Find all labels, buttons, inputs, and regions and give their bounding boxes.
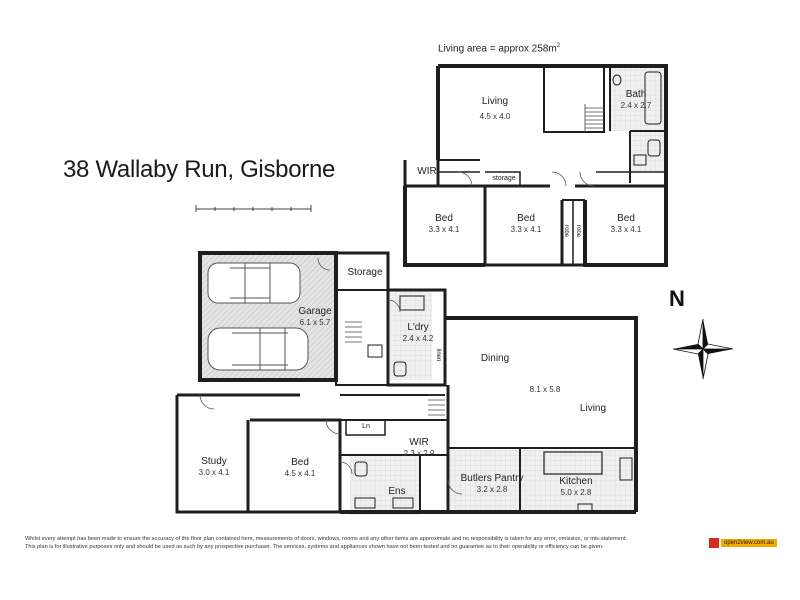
- room-name: Garage: [298, 306, 332, 317]
- room-dims: 3.0 x 4.1: [198, 468, 230, 477]
- room-ensuite: Ens: [388, 486, 406, 497]
- room-dims: 3.3 x 4.1: [428, 225, 460, 234]
- room-name: L'dry: [407, 322, 429, 333]
- room-storage-upper: storage: [492, 175, 516, 182]
- north-label: N: [669, 286, 685, 311]
- room-dims: 3.3 x 4.1: [510, 225, 542, 234]
- compass-rose-icon: [672, 318, 734, 380]
- room-name: Butlers Pantry: [460, 473, 524, 484]
- room-name: Bed: [617, 213, 635, 224]
- room-name: Living: [481, 96, 509, 107]
- room-bed-1: Bed 3.3 x 4.1: [420, 213, 468, 235]
- room-dims: 5.0 x 2.8: [560, 488, 592, 497]
- room-bed-2: Bed 3.3 x 4.1: [502, 213, 550, 235]
- room-dims: 6.1 x 5.7: [299, 318, 331, 327]
- room-robe-1: robe: [563, 224, 569, 237]
- room-name: Bed: [291, 457, 309, 468]
- living-area-unit: 2: [556, 43, 561, 49]
- room-dims: 2.3 x 2.9: [403, 449, 435, 458]
- room-storage: Storage: [347, 267, 383, 278]
- room-living-upper: Living 4.5 x 4.0: [470, 96, 520, 122]
- room-laundry: L'dry 2.4 x 4.2: [395, 322, 441, 344]
- room-bath: Bath 2.4 x 2.7: [614, 89, 658, 111]
- room-dining: Dining: [480, 353, 510, 364]
- living-area-note: Living area = approx 258m2: [438, 43, 560, 54]
- room-robe-2: robe: [575, 224, 581, 237]
- room-name: Study: [201, 456, 227, 467]
- room-garage: Garage 6.1 x 5.7: [290, 306, 340, 328]
- open2view-logo: open2view.com.au: [709, 538, 779, 548]
- disclaimer: Whilst every attempt has been made to en…: [25, 535, 705, 551]
- room-living-main-dims: 8.1 x 5.8: [529, 385, 561, 394]
- upper-level: [403, 64, 668, 267]
- room-name: Kitchen: [559, 476, 593, 487]
- living-area-text: Living area = approx 258m: [438, 43, 557, 55]
- room-dims: 2.4 x 4.2: [402, 334, 434, 343]
- disclaimer-line-1: Whilst every attempt has been made to en…: [25, 536, 627, 542]
- scale-bar: [195, 205, 312, 212]
- room-name: WIR: [409, 437, 429, 448]
- room-name: Bed: [517, 213, 535, 224]
- room-name: Bed: [435, 213, 453, 224]
- room-bed-3: Bed 3.3 x 4.1: [602, 213, 650, 235]
- property-title: 38 Wallaby Run, Gisborne: [63, 156, 336, 183]
- room-kitchen: Kitchen 5.0 x 2.8: [548, 476, 604, 498]
- logo-text: open2view.com.au: [721, 539, 777, 547]
- room-butlers-pantry: Butlers Pantry 3.2 x 2.8: [452, 473, 532, 495]
- room-dims: 4.5 x 4.1: [284, 469, 316, 478]
- room-dims: 3.2 x 2.8: [476, 485, 508, 494]
- room-dims: 2.4 x 2.7: [620, 101, 652, 110]
- disclaimer-line-2: This plan is for illustrative purposes o…: [25, 544, 604, 550]
- room-study: Study 3.0 x 4.1: [190, 456, 238, 478]
- room-bed-main: Bed 4.5 x 4.1: [276, 457, 324, 479]
- room-dims: 3.3 x 4.1: [610, 225, 642, 234]
- room-linen-cupboard: Ln: [362, 423, 370, 430]
- room-name: Bath: [625, 89, 647, 100]
- logo-mark-icon: [709, 538, 719, 548]
- room-dims: 4.5 x 4.0: [479, 112, 511, 121]
- room-living-main: Living: [579, 403, 607, 414]
- lower-level: [175, 251, 638, 515]
- room-wir-upper: WIR: [417, 166, 437, 177]
- room-linen: linen: [435, 348, 441, 362]
- room-wir-main: WIR 2.3 x 2.9: [396, 437, 442, 459]
